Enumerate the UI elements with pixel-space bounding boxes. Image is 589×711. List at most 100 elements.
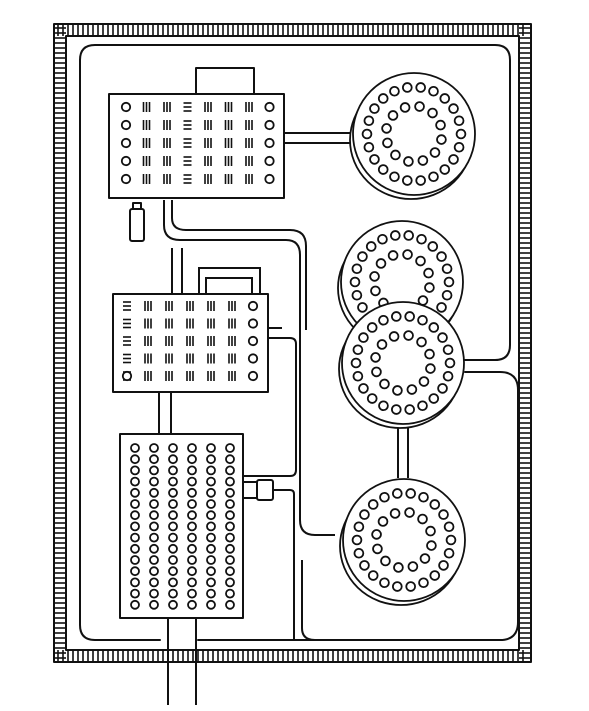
dot-matrix-hole	[187, 454, 197, 465]
disc-3-hole	[418, 376, 430, 387]
dot-matrix-hole	[130, 588, 140, 599]
dot-matrix-hole	[149, 566, 159, 577]
dot-matrix-hole	[149, 521, 159, 532]
disc-3-hole	[442, 370, 454, 382]
disc-4-hole	[353, 547, 365, 559]
disc-2-hole	[436, 251, 447, 262]
chip-pin-circle	[120, 101, 132, 113]
chip-pin-circle	[264, 119, 275, 131]
disc-2-hole	[424, 282, 435, 293]
top-chip-body	[108, 93, 285, 199]
dot-matrix-hole	[168, 499, 178, 509]
disc-3-hole	[358, 332, 369, 343]
disc-4-hole	[380, 555, 391, 567]
dot-matrix-hole	[149, 465, 159, 476]
disc-4-hole	[359, 509, 370, 520]
chip-pin-circle	[264, 137, 275, 149]
middle-chip-body	[112, 293, 269, 393]
chip-pin-circle	[247, 353, 259, 364]
dot-matrix-hole	[149, 577, 159, 588]
disc-3-hole	[379, 378, 390, 390]
disc-4-hole	[425, 525, 436, 537]
chip-pin-circle	[247, 370, 259, 382]
dot-matrix-hole	[130, 521, 140, 532]
disc-1-hole	[428, 85, 439, 97]
dot-matrix-hole	[206, 599, 216, 610]
dot-matrix-hole	[206, 521, 216, 532]
dot-matrix-hole	[168, 443, 178, 453]
disc-3-hole	[352, 370, 364, 382]
disc-3-hole	[378, 400, 389, 412]
disc-3-hole	[417, 400, 428, 412]
disc-4-hole	[429, 499, 441, 510]
chip-pin-circle	[120, 155, 132, 167]
dot-matrix-hole	[130, 532, 140, 543]
disc-4-hole	[377, 516, 389, 527]
dot-matrix-hole	[225, 521, 235, 532]
disc-2-hole	[351, 289, 363, 301]
dot-matrix-hole	[206, 555, 216, 565]
disc-3-hole	[371, 366, 382, 378]
disc-2-hole	[390, 230, 401, 241]
dot-matrix-hole	[225, 577, 235, 588]
disc-4-hole	[372, 543, 383, 555]
disc-3-hole	[403, 330, 414, 341]
disc-2-hole	[357, 251, 368, 262]
chip-pin-circle	[247, 318, 259, 329]
dot-matrix-hole	[130, 454, 140, 465]
disc-3-hole	[366, 322, 378, 333]
disc-4-hole	[438, 560, 449, 571]
dot-matrix-hole	[149, 443, 159, 453]
pipe-disc-3-to-disc-4	[397, 425, 409, 478]
outer-trace-loop	[79, 44, 511, 361]
disc-3-hole	[444, 357, 456, 369]
top-chip-pins	[120, 101, 275, 185]
connector-plug	[242, 479, 274, 501]
disc-1-hole	[363, 115, 375, 127]
disc-3-hole	[404, 311, 415, 322]
outlet-pipe	[167, 618, 197, 705]
disc-4-hole	[389, 508, 401, 519]
disc-4-hole	[404, 507, 415, 518]
dot-matrix-hole	[206, 543, 216, 554]
disc-1-hole	[399, 102, 411, 113]
disc-1-hole	[361, 128, 373, 140]
dot-matrix-hole	[225, 555, 235, 565]
disc-4-hole	[417, 513, 428, 525]
board-perforation	[54, 24, 531, 662]
disc-1-hole	[402, 175, 413, 186]
disc-3-hole	[425, 363, 436, 374]
dot-matrix-hole	[187, 588, 197, 599]
dot-matrix-hole	[225, 476, 235, 487]
dot-matrix-hole	[225, 454, 235, 465]
disc-1-hole	[382, 137, 393, 149]
disc-4-hole	[443, 547, 455, 559]
disc-1-hole	[363, 141, 375, 153]
top-chip-cap	[195, 67, 255, 95]
disc-1-hole	[429, 147, 441, 158]
disc-3-hole	[392, 385, 403, 396]
disc-2-hole	[351, 263, 363, 275]
disc-4-hole	[405, 581, 416, 592]
chip-pin-circle	[120, 119, 132, 131]
dot-matrix-hole	[225, 499, 235, 509]
disc-3-hole	[437, 332, 448, 343]
dot-matrix-hole	[130, 566, 140, 577]
disc-1-hole	[436, 134, 447, 145]
dot-matrix-hole	[206, 588, 216, 599]
disc-1-hole	[389, 171, 400, 183]
dot-matrix-hole	[130, 465, 140, 476]
disc-1-hole	[453, 141, 465, 153]
dot-matrix-hole	[206, 499, 216, 509]
pipe-middle-to-bottom	[244, 337, 297, 477]
disc-3-hole	[391, 404, 402, 415]
dot-matrix-hole	[206, 443, 216, 453]
disc-1-hole	[428, 171, 439, 183]
disc-3-hole	[350, 357, 362, 369]
disc-2-hole	[415, 255, 426, 267]
disc-2-hole	[427, 241, 439, 252]
dot-matrix-hole	[149, 532, 159, 543]
disc-3-hole	[406, 384, 418, 395]
dot-matrix-hole	[225, 566, 235, 577]
